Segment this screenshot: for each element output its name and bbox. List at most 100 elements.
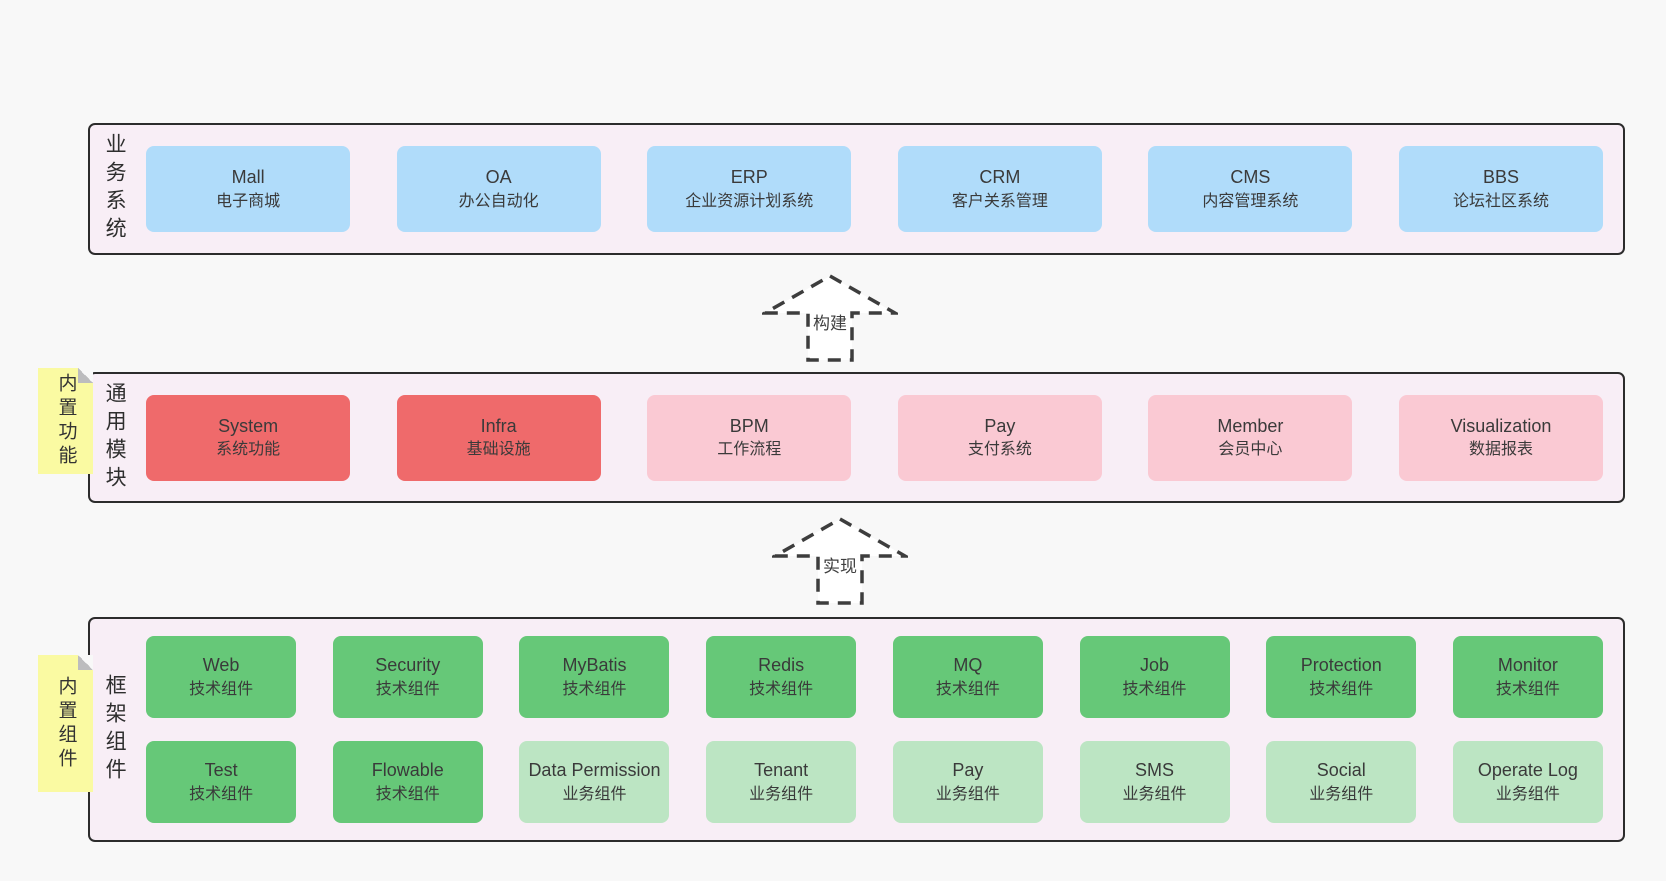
box-desc: 业务组件 <box>935 785 1000 803</box>
box-name: SMS <box>1135 760 1175 781</box>
box-desc: 技术组件 <box>189 680 254 698</box>
box-desc: 工作流程 <box>717 441 782 459</box>
box-desc: 客户关系管理 <box>951 192 1048 210</box>
box-desc: 系统功能 <box>216 441 281 459</box>
module-box-visualization: Visualization 数据报表 <box>1398 394 1603 481</box>
box-desc: 数据报表 <box>1468 441 1533 459</box>
up-arrow-implement-icon: 实现 <box>772 516 908 605</box>
component-box-job: Job 技术组件 <box>1079 636 1230 718</box>
box-name: Pay <box>952 760 984 781</box>
module-box-pay: Pay 支付系统 <box>897 394 1102 481</box>
section-label-business: 业务系统 <box>103 133 127 245</box>
business-systems-panel: 业务系统 Mall 电子商城 OA 办公自动化 ERP 企业资源计划系统 CRM… <box>88 123 1625 255</box>
box-desc: 支付系统 <box>967 441 1032 459</box>
box-desc: 会员中心 <box>1218 441 1283 459</box>
box-name: BBS <box>1482 167 1519 188</box>
note-fold-corner-icon <box>78 368 93 383</box>
box-name: Job <box>1140 655 1170 676</box>
component-box-test: Test 技术组件 <box>146 741 297 823</box>
box-desc: 业务组件 <box>1309 785 1374 803</box>
component-box-web: Web 技术组件 <box>146 636 297 718</box>
component-box-mybatis: MyBatis 技术组件 <box>519 636 670 718</box>
component-box-mq: MQ 技术组件 <box>892 636 1043 718</box>
box-name: Mall <box>231 167 265 188</box>
box-desc: 业务组件 <box>749 785 814 803</box>
component-box-flowable: Flowable 技术组件 <box>332 741 483 823</box>
module-box-infra: Infra 基础设施 <box>396 394 601 481</box>
section-label-modules: 通用模块 <box>103 381 127 494</box>
system-box-crm: CRM 客户关系管理 <box>897 146 1102 232</box>
box-desc: 业务组件 <box>1495 785 1560 803</box>
components-row-1: Web 技术组件 Security 技术组件 MyBatis 技术组件 Redi… <box>146 636 1603 718</box>
box-name: Security <box>375 655 441 676</box>
box-name: Protection <box>1300 655 1382 676</box>
box-desc: 论坛社区系统 <box>1452 192 1549 210</box>
component-box-operate-log: Operate Log 业务组件 <box>1452 741 1603 823</box>
business-systems-row: Mall 电子商城 OA 办公自动化 ERP 企业资源计划系统 CRM 客户关系… <box>130 125 1623 253</box>
section-label-components: 框架组件 <box>103 673 127 786</box>
box-name: Social <box>1316 760 1366 781</box>
box-name: Data Permission <box>528 760 661 781</box>
box-name: Test <box>204 760 238 781</box>
sticky-note-builtin-components: 内置组件 <box>38 655 93 792</box>
system-box-bbs: BBS 论坛社区系统 <box>1398 146 1603 232</box>
note-text: 内置组件 <box>55 675 77 772</box>
system-box-cms: CMS 内容管理系统 <box>1148 146 1353 232</box>
box-desc: 技术组件 <box>375 785 440 803</box>
up-arrow-build-icon: 构建 <box>762 273 898 362</box>
box-name: MyBatis <box>562 655 627 676</box>
module-box-system: System 系统功能 <box>146 394 351 481</box>
component-box-security: Security 技术组件 <box>332 636 483 718</box>
box-desc: 技术组件 <box>562 680 627 698</box>
arrow-label-build: 构建 <box>813 314 847 333</box>
component-box-monitor: Monitor 技术组件 <box>1452 636 1603 718</box>
box-name: Infra <box>480 415 517 436</box>
box-desc: 技术组件 <box>375 680 440 698</box>
component-box-sms: SMS 业务组件 <box>1079 741 1230 823</box>
box-desc: 基础设施 <box>466 441 531 459</box>
module-box-bpm: BPM 工作流程 <box>647 394 852 481</box>
box-desc: 技术组件 <box>189 785 254 803</box>
box-desc: 企业资源计划系统 <box>685 192 814 210</box>
box-name: System <box>218 415 279 436</box>
components-row-2: Test 技术组件 Flowable 技术组件 Data Permission … <box>146 741 1603 823</box>
box-name: Visualization <box>1450 415 1552 436</box>
box-desc: 技术组件 <box>749 680 814 698</box>
box-desc: 办公自动化 <box>458 192 539 210</box>
box-desc: 技术组件 <box>935 680 1000 698</box>
system-box-erp: ERP 企业资源计划系统 <box>647 146 852 232</box>
framework-components-grid: Web 技术组件 Security 技术组件 MyBatis 技术组件 Redi… <box>130 619 1623 840</box>
box-name: CRM <box>979 167 1021 188</box>
box-desc: 业务组件 <box>562 785 627 803</box>
box-name: Pay <box>984 415 1016 436</box>
box-desc: 技术组件 <box>1122 680 1187 698</box>
framework-components-panel: 框架组件 Web 技术组件 Security 技术组件 MyBatis 技术组件… <box>88 617 1625 842</box>
box-name: ERP <box>730 167 768 188</box>
arrow-label-implement: 实现 <box>823 557 857 576</box>
box-desc: 技术组件 <box>1495 680 1560 698</box>
component-box-tenant: Tenant 业务组件 <box>706 741 857 823</box>
box-desc: 电子商城 <box>216 192 281 210</box>
common-modules-panel: 通用模块 System 系统功能 Infra 基础设施 BPM 工作流程 Pay… <box>88 372 1625 503</box>
box-name: BPM <box>729 415 769 436</box>
component-box-data-permission: Data Permission 业务组件 <box>519 741 670 823</box>
sticky-note-builtin-features: 内置功能 <box>38 368 93 474</box>
system-box-oa: OA 办公自动化 <box>396 146 601 232</box>
component-box-pay: Pay 业务组件 <box>892 741 1043 823</box>
box-name: Member <box>1217 415 1284 436</box>
box-name: Flowable <box>371 760 444 781</box>
box-desc: 技术组件 <box>1309 680 1374 698</box>
box-desc: 内容管理系统 <box>1202 192 1299 210</box>
common-modules-row: System 系统功能 Infra 基础设施 BPM 工作流程 Pay 支付系统… <box>130 374 1623 501</box>
component-box-social: Social 业务组件 <box>1266 741 1417 823</box>
module-box-member: Member 会员中心 <box>1148 394 1353 481</box>
box-name: Redis <box>758 655 805 676</box>
box-name: Web <box>202 655 240 676</box>
box-name: Monitor <box>1497 655 1558 676</box>
box-name: OA <box>485 167 512 188</box>
component-box-protection: Protection 技术组件 <box>1266 636 1417 718</box>
box-name: CMS <box>1230 167 1271 188</box>
box-name: Tenant <box>754 760 809 781</box>
note-text: 内置功能 <box>55 373 77 469</box>
